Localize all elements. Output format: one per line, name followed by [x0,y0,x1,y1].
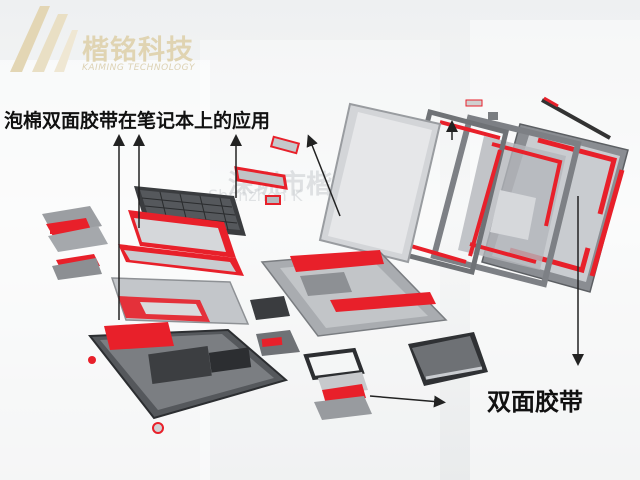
logo-brand-en: KAIMING TECHNOLOGY [82,63,196,73]
top-cover [110,277,250,325]
optical-drive [408,332,488,386]
caption-double-sided-tape: 双面胶带 [487,388,583,416]
logo-brand-cn: 楷铭科技 [82,35,194,66]
caption-foam-tape-application: 泡棉双面胶带在笔记本上的应用 [4,110,271,132]
pointer-arrows [113,120,584,408]
keyboard-assembly [118,186,246,276]
logo-mark-icon [10,6,78,72]
center-small-parts [234,135,301,356]
bottom-case [88,322,289,434]
brand-logo: 楷铭科技 KAIMING TECHNOLOGY [10,0,220,80]
left-small-components [42,206,108,280]
lower-small-parts [303,347,372,420]
display-panel-stack [318,96,629,293]
chassis-plate [260,250,448,337]
